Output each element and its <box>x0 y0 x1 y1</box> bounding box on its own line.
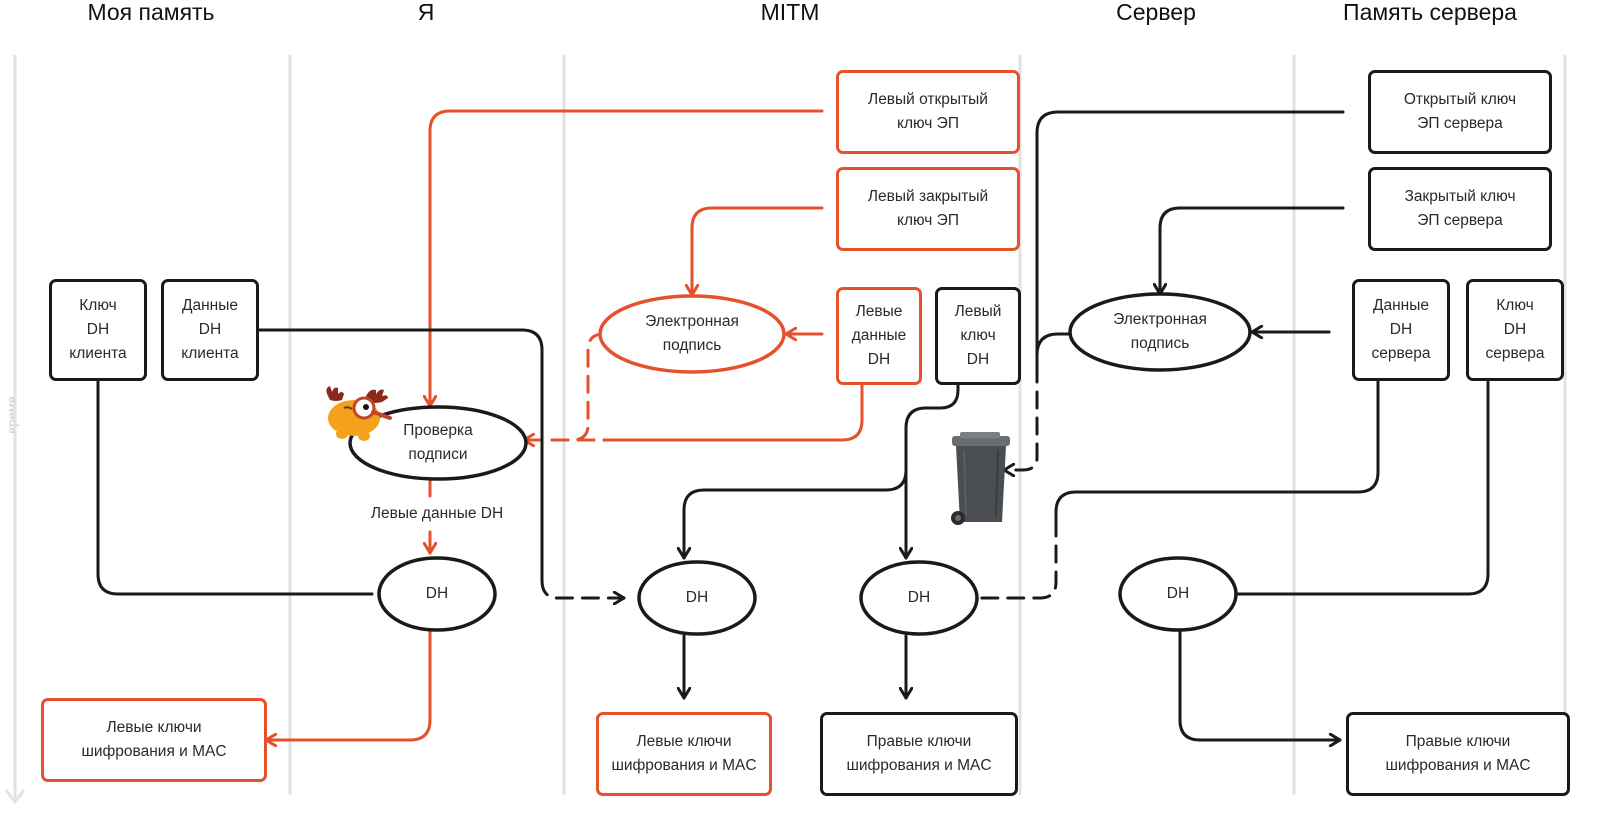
edge-server-private-key-to-signature <box>1160 206 1345 296</box>
lane-title-server: Сервер <box>1116 0 1196 25</box>
edge-client-data-to-mitm-dh-dashed <box>540 578 626 598</box>
edge-server-dh-to-right-keys <box>1178 630 1342 740</box>
edge-client-data-to-mitm-dh <box>256 328 544 582</box>
edge-left-key-to-mitm-left-dh <box>684 382 960 560</box>
left-dh-key-box: Левый ключ DH <box>935 287 1021 385</box>
edge-client-dh-to-left-keys <box>264 628 432 740</box>
server-dh-ellipse <box>1118 556 1238 632</box>
lane-title-my-memory: Моя память <box>87 0 215 25</box>
server-dh-data-box: Данные DH сервера <box>1352 279 1450 381</box>
server-public-sig-key-box: Открытый ключ ЭП сервера <box>1368 70 1552 154</box>
left-public-sig-key-box: Левый открытый ключ ЭП <box>836 70 1020 154</box>
mitm-left-keys-box: Левые ключи шифрования и MAC <box>596 712 772 796</box>
server-private-sig-key-box: Закрытый ключ ЭП сервера <box>1368 167 1552 251</box>
moose-mascot-icon <box>326 386 392 441</box>
mitm-right-dh-ellipse <box>859 560 979 636</box>
time-axis-arrow-icon <box>4 789 26 805</box>
edge-server-data-down <box>1054 380 1380 522</box>
client-dh-data-box: Данные DH клиента <box>161 279 259 381</box>
edge-server-public-key-down <box>1035 110 1345 368</box>
edge-signature-to-check-dashed <box>570 332 606 442</box>
server-signature-ellipse <box>1068 292 1252 372</box>
signature-check-ellipse <box>348 405 528 481</box>
edge-server-public-key-to-trash <box>1002 364 1039 470</box>
edge-left-private-key-to-signature <box>692 206 824 297</box>
left-private-sig-key-box: Левый закрытый ключ ЭП <box>836 167 1020 251</box>
client-dh-ellipse <box>377 556 497 632</box>
lane-title-me: Я <box>417 0 435 25</box>
edge-left-dh-data-to-check <box>618 380 864 442</box>
lane-title-mitm: MITM <box>760 0 820 25</box>
edge-server-signature-out <box>1035 332 1084 357</box>
client-dh-key-box: Ключ DH клиента <box>49 279 147 381</box>
edge-server-data-to-mitm-right-dh <box>962 518 1058 598</box>
lane-title-server-memory: Память сервера <box>1343 0 1517 25</box>
server-right-keys-box: Правые ключи шифрования и MAC <box>1346 712 1570 796</box>
server-dh-key-box: Ключ DH сервера <box>1466 279 1564 381</box>
mitm-left-dh-ellipse <box>637 560 757 636</box>
edge-client-key-to-dh <box>96 380 374 596</box>
edge-left-public-key-to-check <box>430 109 824 408</box>
edge-server-key-to-dh <box>1234 380 1490 596</box>
client-left-keys-box: Левые ключи шифрования и MAC <box>41 698 267 782</box>
mitm-right-keys-box: Правые ключи шифрования и MAC <box>820 712 1018 796</box>
left-dh-data-box: Левые данные DH <box>836 287 922 385</box>
lane-dividers <box>13 55 1567 800</box>
edge-label-left-dh-data: Левые данные DH <box>368 505 506 523</box>
mitm-signature-ellipse <box>598 294 786 374</box>
trash-bin-icon <box>951 432 1010 525</box>
